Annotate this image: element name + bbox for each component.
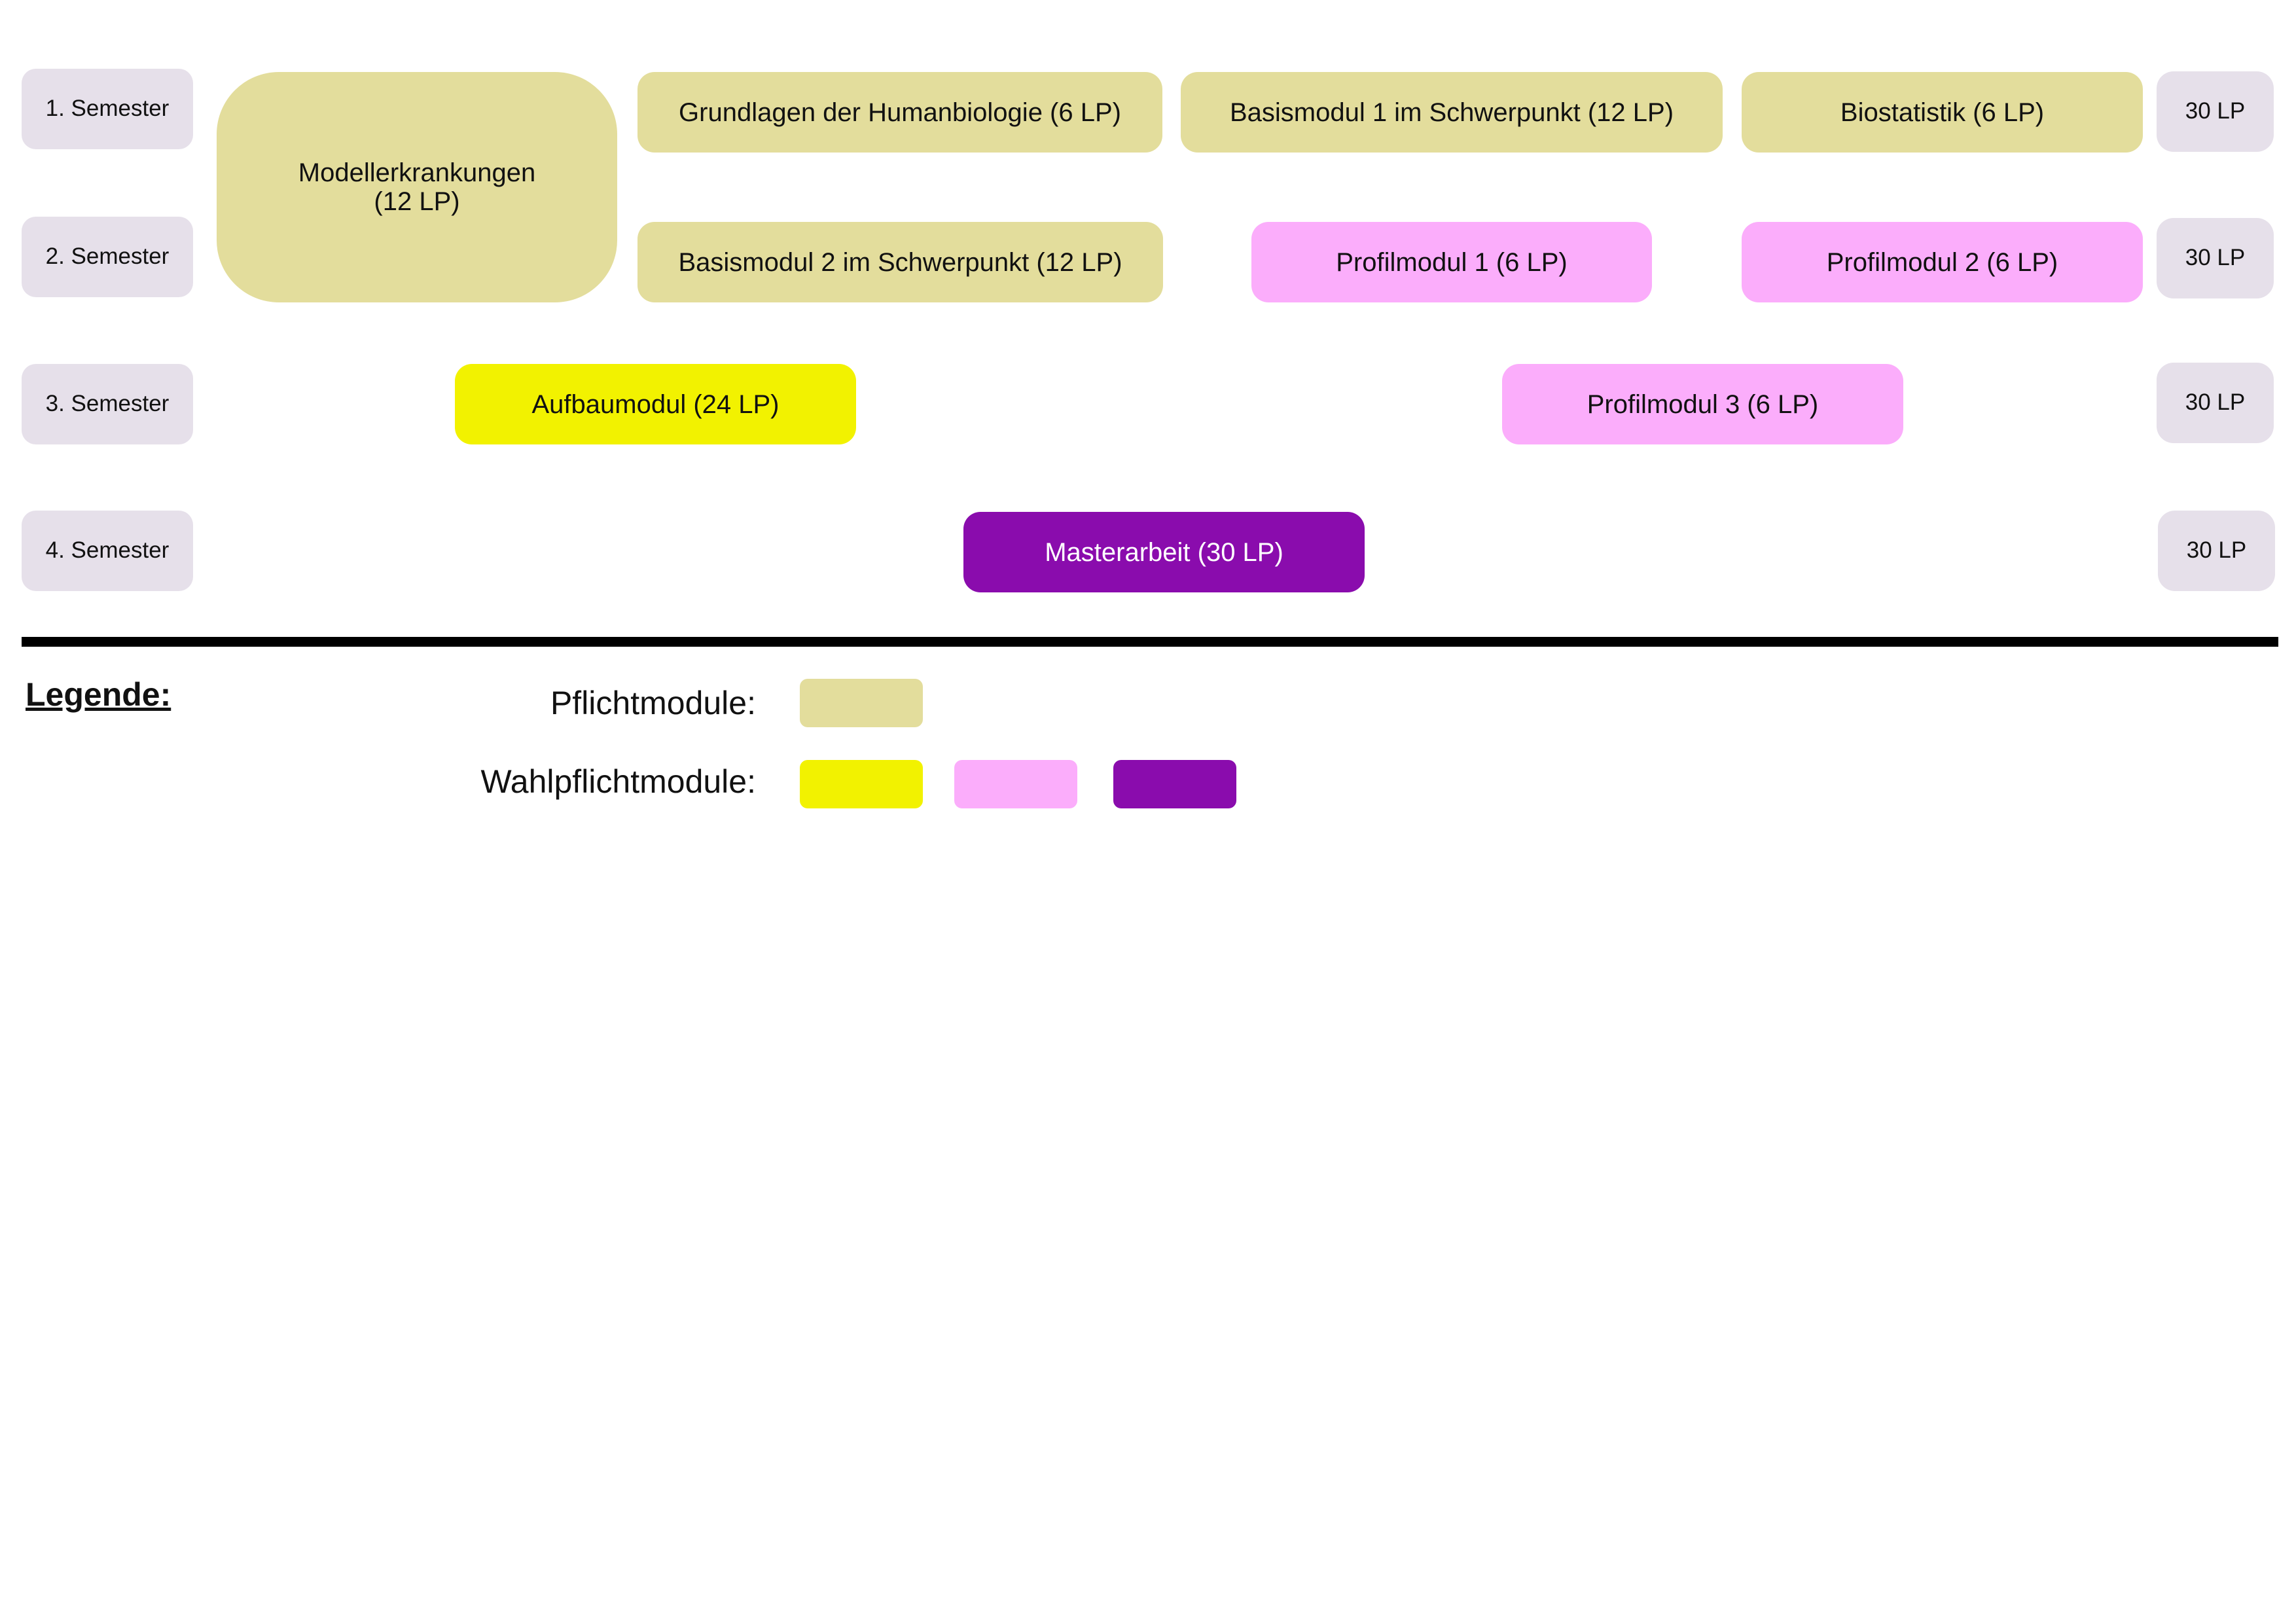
semester-3-credits: 30 LP [2157,363,2274,443]
module-grundlagen-humanbiologie: Grundlagen der Humanbiologie (6 LP) [637,72,1162,153]
module-basismodul-2: Basismodul 2 im Schwerpunkt (12 LP) [637,222,1163,302]
semester-1-label: 1. Semester [22,69,193,149]
semester-4-label: 4. Semester [22,511,193,591]
module-profilmodul-1: Profilmodul 1 (6 LP) [1251,222,1652,302]
module-modellerkrankungen-credits: (12 LP) [374,187,460,216]
section-divider [22,637,2278,647]
legend-wahlpflicht-swatch-yellow [800,760,923,808]
semester-4-credits: 30 LP [2158,511,2275,591]
module-modellerkrankungen-title: Modellerkrankungen [298,158,536,187]
module-profilmodul-2: Profilmodul 2 (6 LP) [1742,222,2143,302]
semester-3-label: 3. Semester [22,364,193,444]
module-modellerkrankungen: Modellerkrankungen (12 LP) [217,72,617,302]
module-aufbaumodul: Aufbaumodul (24 LP) [455,364,856,444]
semester-1-credits: 30 LP [2157,71,2274,152]
semester-2-credits: 30 LP [2157,218,2274,298]
module-basismodul-1: Basismodul 1 im Schwerpunkt (12 LP) [1181,72,1723,153]
module-biostatistik: Biostatistik (6 LP) [1742,72,2143,153]
module-masterarbeit: Masterarbeit (30 LP) [963,512,1365,592]
legend-pflicht-swatch [800,679,923,727]
legend-wahlpflicht-label: Wahlpflichtmodule: [480,763,756,800]
legend-pflicht-label: Pflichtmodule: [550,685,756,721]
legend-wahlpflicht-swatch-purple [1113,760,1236,808]
semester-2-label: 2. Semester [22,217,193,297]
legend-title: Legende: [26,676,171,713]
legend-wahlpflicht-swatch-pink [954,760,1077,808]
module-profilmodul-3: Profilmodul 3 (6 LP) [1502,364,1903,444]
